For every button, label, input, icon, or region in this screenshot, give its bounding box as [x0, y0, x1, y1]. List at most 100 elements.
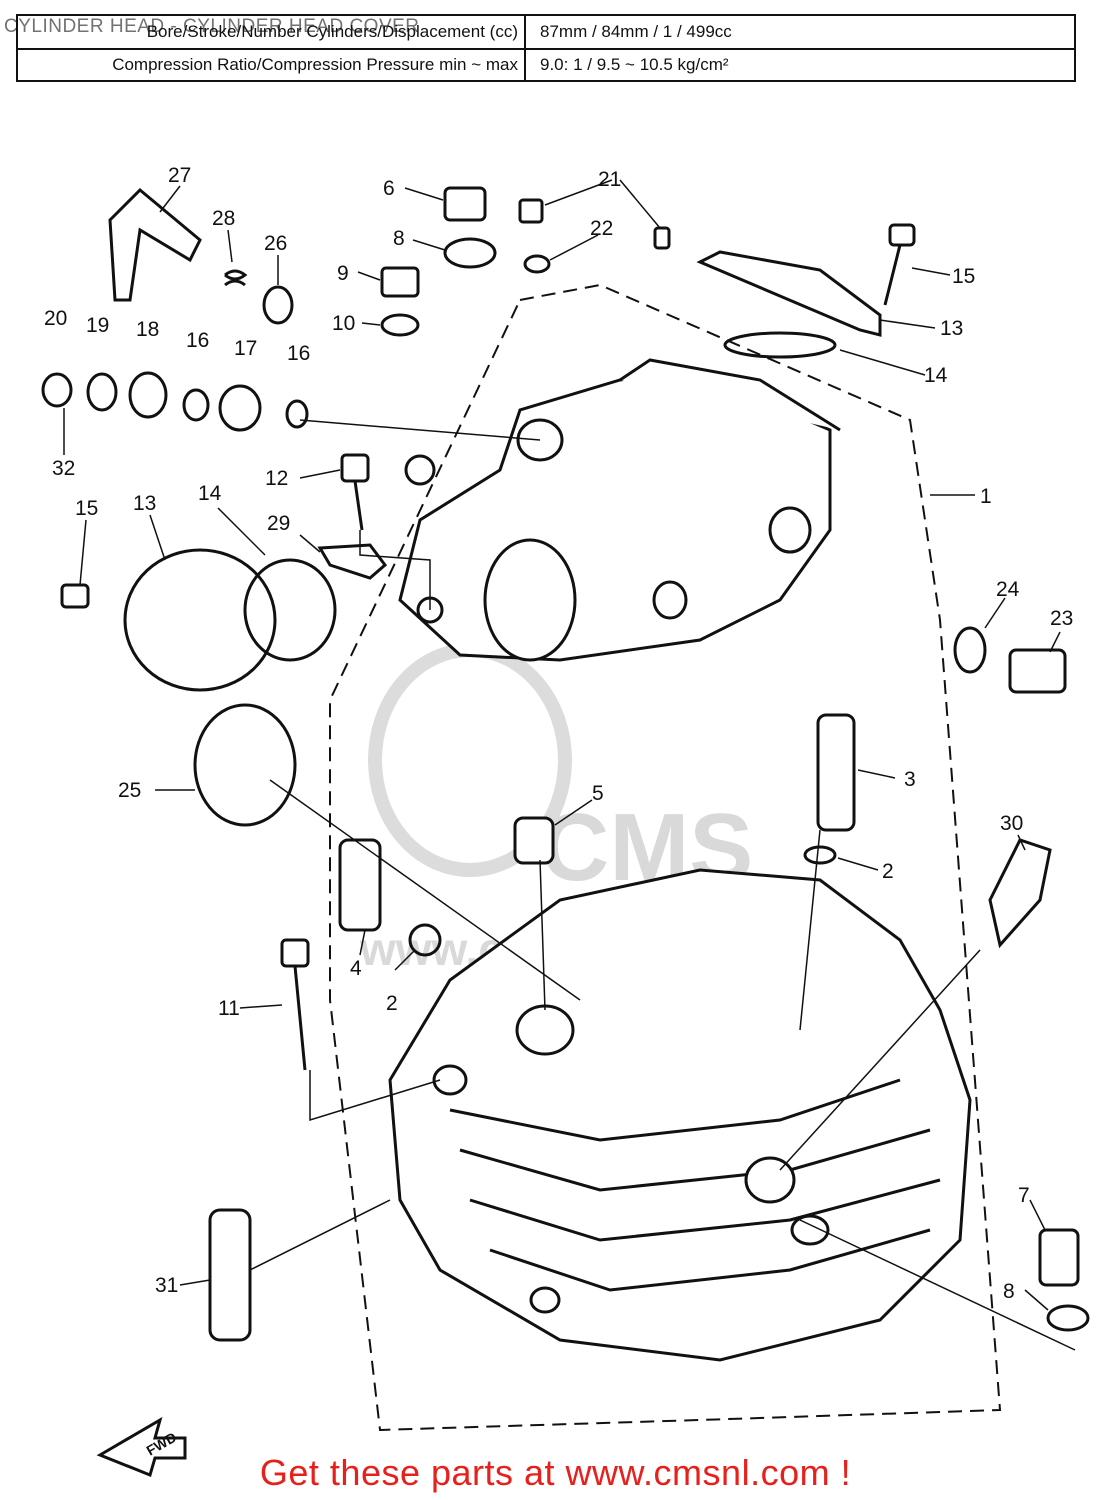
callout-13: 13: [940, 317, 963, 340]
leader: [269, 779, 581, 1001]
callout-13: 13: [133, 492, 156, 515]
callout-28: 28: [212, 207, 235, 230]
leader: [799, 1219, 1076, 1351]
callout-25: 25: [118, 779, 141, 802]
callout-23: 23: [1050, 607, 1073, 630]
o-ring: [723, 331, 837, 359]
cylinder-head: [388, 868, 972, 1362]
callout-32: 32: [52, 457, 75, 480]
washer: [1046, 1304, 1090, 1332]
leader: [412, 239, 446, 251]
leader: [299, 419, 541, 441]
bolt-shank: [353, 480, 364, 531]
gasket: [953, 626, 987, 674]
callout-1: 1: [980, 485, 992, 508]
nut: [380, 266, 420, 298]
decompression-lever: [108, 187, 202, 302]
cover-top-edge: [619, 358, 841, 432]
callout-8: 8: [1003, 1280, 1015, 1303]
callout-21: 21: [598, 168, 621, 191]
callout-24: 24: [996, 578, 1020, 601]
callout-17: 17: [234, 337, 257, 360]
leader: [239, 1004, 283, 1009]
leader: [299, 534, 321, 553]
leader: [159, 185, 181, 213]
callout-7: 7: [1018, 1184, 1030, 1207]
spec-value: 87mm / 84mm / 1 / 499cc: [540, 22, 732, 41]
head-hole: [515, 1004, 575, 1056]
head-hole: [432, 1064, 468, 1096]
valve-guide: [338, 838, 382, 932]
spec-value: 9.0: 1 / 9.5 ~ 10.5 kg/cm²: [540, 55, 729, 74]
callout-19: 19: [86, 314, 109, 337]
leader: [539, 859, 546, 1011]
bolt: [888, 223, 916, 247]
callout-3: 3: [904, 768, 916, 791]
leader: [227, 229, 233, 263]
head-hole: [529, 1286, 561, 1314]
callout-27: 27: [168, 164, 191, 187]
callout-8: 8: [393, 227, 405, 250]
o-ring: [243, 558, 337, 662]
callout-31: 31: [155, 1274, 178, 1297]
callout-11: 11: [218, 997, 240, 1020]
callout-22: 22: [590, 217, 613, 240]
diagram-title: CYLINDER HEAD - CYLINDER HEAD COVER: [4, 16, 420, 37]
leader: [394, 949, 416, 971]
cover-boss: [768, 506, 812, 554]
callout-5: 5: [592, 782, 604, 805]
leader: [359, 530, 431, 610]
footer-cta-link[interactable]: Get these parts at www.cmsnl.com !: [259, 1452, 852, 1493]
callout-12: 12: [265, 467, 288, 490]
leader: [404, 187, 444, 201]
bolt: [280, 938, 310, 968]
leader: [79, 519, 87, 586]
head-fin: [459, 1128, 931, 1192]
bolt: [518, 198, 544, 224]
head-fin: [449, 1078, 901, 1142]
leader: [1049, 631, 1061, 653]
circlip: [41, 372, 73, 408]
leader: [799, 829, 821, 1031]
leader: [837, 857, 879, 871]
leader: [549, 234, 599, 261]
leader: [179, 1279, 211, 1286]
bolt-shank: [293, 965, 307, 1071]
washer: [443, 237, 497, 269]
cover-boss: [652, 580, 688, 620]
spec-table: Bore/Stroke/Number Cylinders/Displacemen…: [16, 14, 1076, 82]
spring: [224, 269, 248, 287]
cover-body: [398, 368, 832, 662]
leader: [839, 349, 926, 376]
head-hole: [790, 1214, 830, 1246]
cover-port: [483, 538, 577, 662]
spec-label: Compression Ratio/Compression Pressure m…: [18, 49, 526, 81]
bolt: [60, 583, 90, 609]
leader: [779, 949, 981, 1171]
spark-plug: [988, 838, 1052, 949]
cap-nut: [1038, 1228, 1080, 1287]
callout-16: 16: [186, 329, 209, 352]
leader: [357, 271, 381, 281]
callout-18: 18: [136, 318, 159, 341]
leader: [217, 507, 266, 556]
cover-hole: [404, 454, 436, 486]
leader: [149, 514, 166, 561]
washer: [86, 372, 118, 412]
leader: [1029, 1199, 1046, 1231]
fwd-arrow: FWD: [96, 1416, 187, 1478]
oil-seal: [262, 285, 294, 325]
callout-29: 29: [267, 512, 290, 535]
leader: [1024, 1289, 1049, 1311]
callout-15: 15: [952, 265, 975, 288]
small-parts: [41, 186, 1090, 1342]
valve-guide: [816, 713, 856, 832]
callout-10: 10: [332, 312, 355, 335]
leader: [619, 179, 661, 229]
plug: [1008, 648, 1067, 694]
leader-lines: [63, 179, 1076, 1351]
cap-nut: [443, 186, 487, 222]
leader: [544, 179, 613, 206]
bushing: [128, 371, 168, 419]
